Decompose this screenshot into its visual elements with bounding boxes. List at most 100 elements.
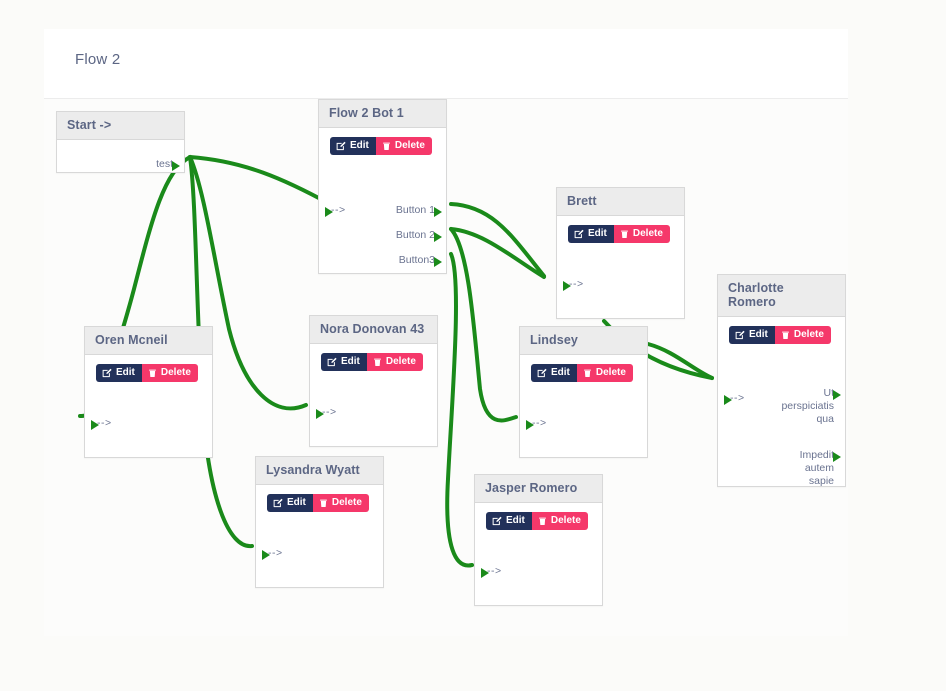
delete-button[interactable]: Delete [141, 364, 198, 382]
port-arrow-icon [91, 420, 99, 430]
node-actions-brett: Edit Delete [557, 216, 684, 243]
pencil-square-icon [327, 357, 337, 367]
node-body-flow2bot1: Edit Delete --> Button 1 Button 2 Button3 [319, 128, 446, 275]
output-port-start-0[interactable]: test [156, 158, 180, 171]
node-title-charlotte: Charlotte Romero [718, 275, 845, 317]
trash-icon [781, 330, 790, 340]
flow-edge [445, 252, 474, 568]
node-actions-flow2bot1: Edit Delete [319, 128, 446, 155]
delete-button-label: Delete [793, 329, 824, 340]
input-port-lysandra-0[interactable]: --> [262, 547, 283, 560]
flow-edge [188, 155, 332, 206]
delete-button[interactable]: Delete [375, 137, 432, 155]
node-title-brett: Brett [557, 188, 684, 216]
input-port-nora-0[interactable]: --> [316, 406, 337, 419]
node-title-lindsey: Lindsey [520, 327, 647, 355]
node-actions-jasper: Edit Delete [475, 503, 602, 530]
port-arrow-icon [434, 207, 442, 217]
edit-button-label: Edit [506, 515, 525, 526]
edit-button-label: Edit [287, 497, 306, 508]
output-port-charlotte-0[interactable]: Ut perspiciatis qua [781, 387, 841, 426]
node-body-lysandra: Edit Delete --> [256, 485, 383, 589]
flow-edge [449, 227, 546, 279]
input-port-lindsey-0[interactable]: --> [526, 417, 547, 430]
port-arrow-icon [434, 232, 442, 242]
port-arrow-icon [316, 409, 324, 419]
delete-button[interactable]: Delete [613, 225, 670, 243]
edit-button-label: Edit [116, 367, 135, 378]
delete-button[interactable]: Delete [576, 364, 633, 382]
delete-button-label: Delete [595, 367, 626, 378]
flow-edge [449, 202, 546, 278]
delete-button-label: Delete [632, 228, 663, 239]
edit-button[interactable]: Edit [96, 364, 142, 382]
node-title-start: Start -> [57, 112, 184, 140]
pencil-square-icon [273, 498, 283, 508]
pencil-square-icon [537, 368, 547, 378]
edit-button-label: Edit [551, 367, 570, 378]
input-port-jasper-0[interactable]: --> [481, 565, 502, 578]
port-arrow-icon [434, 257, 442, 267]
node-title-oren: Oren Mcneil [85, 327, 212, 355]
edit-button-label: Edit [588, 228, 607, 239]
node-title-lysandra: Lysandra Wyatt [256, 457, 383, 485]
input-port-brett-0[interactable]: --> [563, 278, 584, 291]
input-port-flow2bot1-0[interactable]: --> [325, 204, 346, 217]
flow-node-start[interactable]: Start -> test [56, 111, 185, 173]
delete-button[interactable]: Delete [774, 326, 831, 344]
trash-icon [583, 368, 592, 378]
delete-button-label: Delete [331, 497, 362, 508]
node-actions-charlotte: Edit Delete [718, 317, 845, 344]
edit-button[interactable]: Edit [568, 225, 614, 243]
delete-button[interactable]: Delete [531, 512, 588, 530]
edit-button[interactable]: Edit [330, 137, 376, 155]
delete-button-label: Delete [550, 515, 581, 526]
edit-button[interactable]: Edit [531, 364, 577, 382]
input-port-charlotte-0[interactable]: --> [724, 392, 745, 405]
edit-button-label: Edit [350, 140, 369, 151]
node-body-jasper: Edit Delete --> [475, 503, 602, 607]
output-port-flow2bot1-0[interactable]: Button 1 [396, 204, 442, 217]
delete-button[interactable]: Delete [366, 353, 423, 371]
page-title: Flow 2 [75, 51, 121, 68]
pencil-square-icon [336, 141, 346, 151]
edit-button[interactable]: Edit [729, 326, 775, 344]
flow-edge [449, 227, 518, 423]
port-arrow-icon [262, 550, 270, 560]
node-body-lindsey: Edit Delete --> [520, 355, 647, 459]
delete-button[interactable]: Delete [312, 494, 369, 512]
delete-button-label: Delete [160, 367, 191, 378]
trash-icon [373, 357, 382, 367]
delete-button-label: Delete [394, 140, 425, 151]
port-arrow-icon [526, 420, 534, 430]
node-actions-lysandra: Edit Delete [256, 485, 383, 512]
output-port-flow2bot1-2[interactable]: Button3 [399, 254, 442, 267]
edit-button[interactable]: Edit [321, 353, 367, 371]
node-body-brett: Edit Delete --> [557, 216, 684, 320]
input-port-oren-0[interactable]: --> [91, 417, 112, 430]
output-port-flow2bot1-1[interactable]: Button 2 [396, 229, 442, 242]
edit-button[interactable]: Edit [267, 494, 313, 512]
port-arrow-icon [481, 568, 489, 578]
port-arrow-icon [325, 207, 333, 217]
output-port-charlotte-1[interactable]: Impedit autem sapie [800, 449, 841, 488]
port-arrow-icon [563, 281, 571, 291]
pencil-square-icon [735, 330, 745, 340]
edit-button[interactable]: Edit [486, 512, 532, 530]
node-body-start: test [57, 140, 184, 174]
port-arrow-icon [172, 161, 180, 171]
trash-icon [319, 498, 328, 508]
